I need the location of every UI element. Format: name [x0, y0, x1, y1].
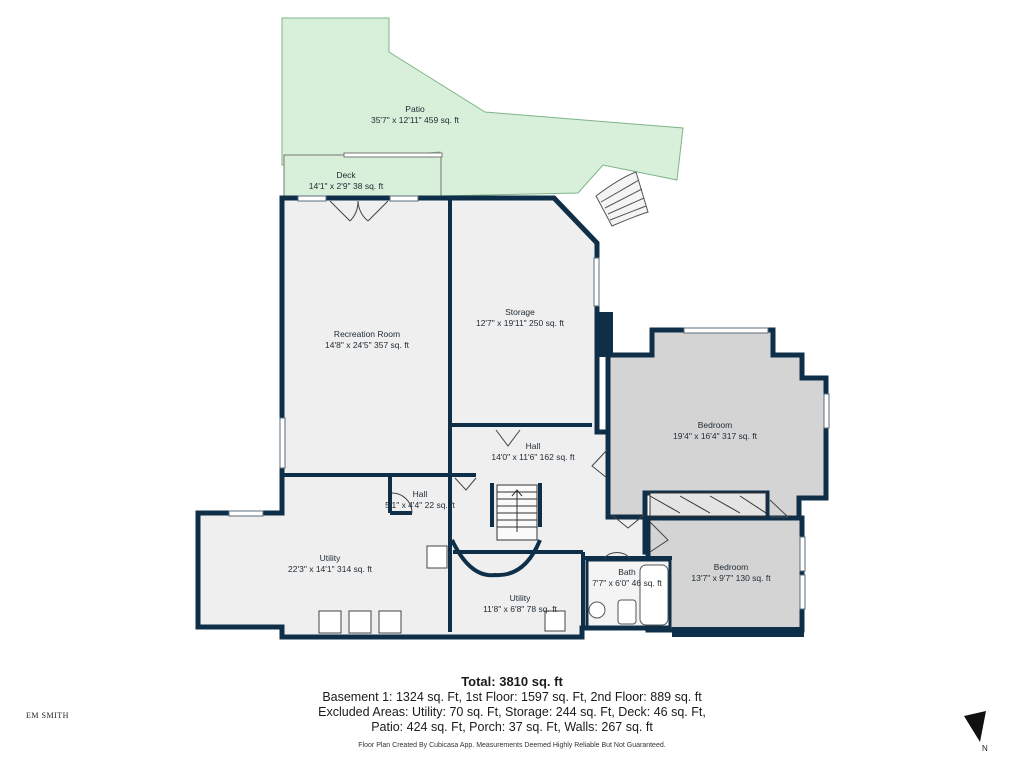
room-dimensions: 35'7" x 12'11" 459 sq. ft	[370, 115, 460, 125]
room-dimensions: 13'7" x 9'7" 130 sq. ft	[691, 573, 771, 583]
room-label-bedroom-small: Bedroom 13'7" x 9'7" 130 sq. ft	[691, 562, 770, 584]
structural-column	[597, 312, 613, 357]
room-name: Recreation Room	[333, 329, 401, 339]
north-label: N	[982, 744, 988, 753]
room-name: Bedroom	[713, 562, 749, 572]
room-dimensions: 5'1" x 4'4" 22 sq. ft	[385, 500, 455, 510]
room-label-bedroom-large: Bedroom 19'4" x 16'4" 317 sq. ft	[673, 420, 757, 442]
room-dimensions: 22'3" x 14'1" 314 sq. ft	[288, 564, 372, 574]
interior-walls	[280, 200, 672, 632]
room-dimensions: 7'7" x 6'0" 46 sq. ft	[592, 578, 662, 588]
deck-railing	[343, 152, 443, 158]
room-label-recreation: Recreation Room 14'8" x 24'5" 357 sq. ft	[325, 329, 409, 351]
room-label-hall-small: Hall 5'1" x 4'4" 22 sq. ft	[385, 489, 455, 511]
room-name: Utility	[319, 553, 341, 563]
room-dimensions: 11'8" x 6'8" 78 sq. ft	[483, 604, 557, 614]
room-name: Utility	[509, 593, 531, 603]
room-dimensions: 14'8" x 24'5" 357 sq. ft	[325, 340, 409, 350]
room-dimensions: 14'0" x 11'6" 162 sq. ft	[491, 452, 575, 462]
room-name: Hall	[412, 489, 428, 499]
closet-hatching	[649, 492, 767, 517]
floor-breakdown: Basement 1: 1324 sq. Ft, 1st Floor: 1597…	[322, 690, 702, 704]
room-label-patio: Patio 35'7" x 12'11" 459 sq. ft	[371, 104, 459, 126]
room-dimensions: 14'1" x 2'9" 38 sq. ft	[308, 181, 384, 191]
excluded-areas: Excluded Areas: Utility: 70 sq. Ft, Stor…	[318, 705, 706, 719]
utility-appliances	[318, 545, 566, 634]
brand-logo: EM SMITH	[26, 711, 69, 720]
excluded-areas-continued: Patio: 424 sq. Ft, Porch: 37 sq. Ft, Wal…	[371, 720, 653, 734]
bedroom-small-bottom-wall	[672, 627, 804, 637]
total-area: Total: 3810 sq. ft	[461, 674, 563, 689]
doors	[329, 200, 790, 559]
room-name: Bath	[618, 567, 636, 577]
room-dimensions: 12'7" x 19'11" 250 sq. ft	[475, 318, 565, 328]
north-arrow-icon	[964, 711, 986, 742]
bedroom-small-floor	[645, 515, 805, 633]
room-name: Patio	[405, 104, 425, 114]
room-name: Storage	[505, 307, 535, 317]
room-label-utility-small: Utility 11'8" x 6'8" 78 sq. ft	[483, 593, 557, 615]
disclaimer: Floor Plan Created By Cubicasa App. Meas…	[358, 742, 666, 749]
room-name: Hall	[525, 441, 541, 451]
room-dimensions: 19'4" x 16'4" 317 sq. ft	[673, 431, 757, 441]
windows	[228, 195, 830, 610]
room-label-storage: Storage 12'7" x 19'11" 250 sq. ft	[476, 307, 564, 329]
room-label-hall-main: Hall 14'0" x 11'6" 162 sq. ft	[491, 441, 574, 463]
room-name: Bedroom	[697, 420, 733, 430]
room-name: Deck	[336, 170, 356, 180]
room-label-deck: Deck 14'1" x 2'9" 38 sq. ft	[309, 170, 384, 192]
bath-fixtures	[585, 558, 672, 629]
room-label-bath: Bath 7'7" x 6'0" 46 sq. ft	[592, 567, 662, 589]
room-label-utility-large: Utility 22'3" x 14'1" 314 sq. ft	[288, 553, 372, 575]
staircase	[450, 484, 542, 578]
patio-steps	[595, 171, 649, 227]
